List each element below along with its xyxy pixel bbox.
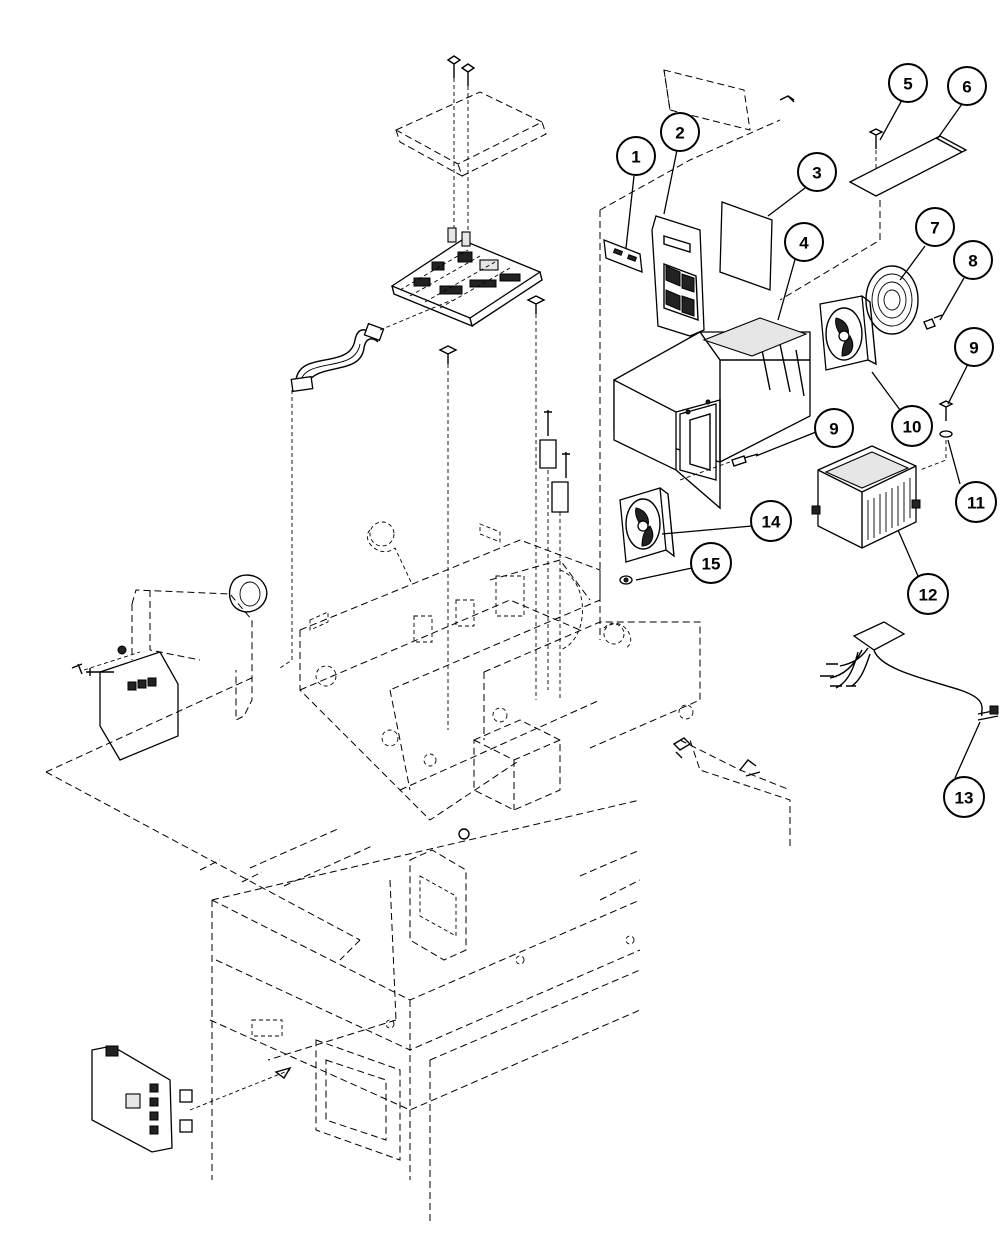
- cover-plate: [396, 92, 546, 176]
- svg-text:14: 14: [762, 513, 781, 532]
- svg-text:11: 11: [967, 494, 985, 513]
- part-2-gasket: [652, 216, 704, 336]
- callout-9-middle: 9: [815, 409, 853, 447]
- svg-text:4: 4: [799, 234, 809, 253]
- svg-text:10: 10: [903, 418, 922, 437]
- callout-7: 7: [916, 208, 954, 246]
- callout-4: 4: [785, 223, 823, 261]
- svg-text:9: 9: [829, 420, 838, 439]
- part-4-housing: [614, 318, 810, 508]
- svg-text:15: 15: [702, 555, 721, 574]
- callout-10: 10: [892, 406, 932, 446]
- callout-9-right: 9: [955, 328, 993, 366]
- svg-text:8: 8: [968, 252, 977, 271]
- control-pcb: [392, 228, 542, 326]
- callout-2: 2: [661, 113, 699, 151]
- standoffs: [440, 296, 544, 730]
- part-13-cable-harness: [820, 622, 998, 720]
- part-10-fan: [820, 296, 876, 370]
- svg-text:2: 2: [675, 124, 684, 143]
- callout-8: 8: [954, 241, 992, 279]
- ribbon-cable: [280, 300, 452, 668]
- callout-6: 6: [948, 67, 986, 105]
- svg-text:7: 7: [930, 219, 939, 238]
- svg-text:12: 12: [919, 586, 938, 605]
- callout-12: 12: [908, 574, 948, 614]
- display-board: [72, 646, 178, 760]
- part-7-fan-guard: [866, 266, 918, 334]
- callout-11: 11: [956, 482, 996, 522]
- part-1-bracket: [604, 240, 642, 272]
- callout-1: 1: [617, 137, 655, 175]
- main-chassis: [300, 522, 631, 820]
- callout-15: 15: [691, 543, 731, 583]
- svg-text:1: 1: [631, 148, 640, 167]
- part-12-transformer: [812, 446, 920, 548]
- transformer-block: [474, 622, 700, 810]
- vertical-bracket: [410, 829, 469, 960]
- part-15-nut: [620, 576, 632, 584]
- part-6-cover: [850, 136, 966, 196]
- svg-text:5: 5: [903, 75, 912, 94]
- svg-text:9: 9: [969, 339, 978, 358]
- part-14-fan: [620, 488, 674, 562]
- relays: [540, 410, 570, 700]
- guide-lines-right: [674, 738, 790, 846]
- svg-text:6: 6: [962, 78, 971, 97]
- lower-cabinet: [210, 800, 640, 1224]
- part-8-screw: [924, 315, 942, 329]
- keypad-panel: [92, 1046, 290, 1152]
- svg-text:13: 13: [955, 789, 974, 808]
- top-screws: [448, 56, 474, 230]
- svg-text:3: 3: [812, 164, 821, 183]
- part-3-filter: [720, 202, 772, 290]
- callout-13: 13: [944, 777, 984, 817]
- callout-5: 5: [889, 64, 927, 102]
- callout-3: 3: [798, 153, 836, 191]
- callout-14: 14: [751, 501, 791, 541]
